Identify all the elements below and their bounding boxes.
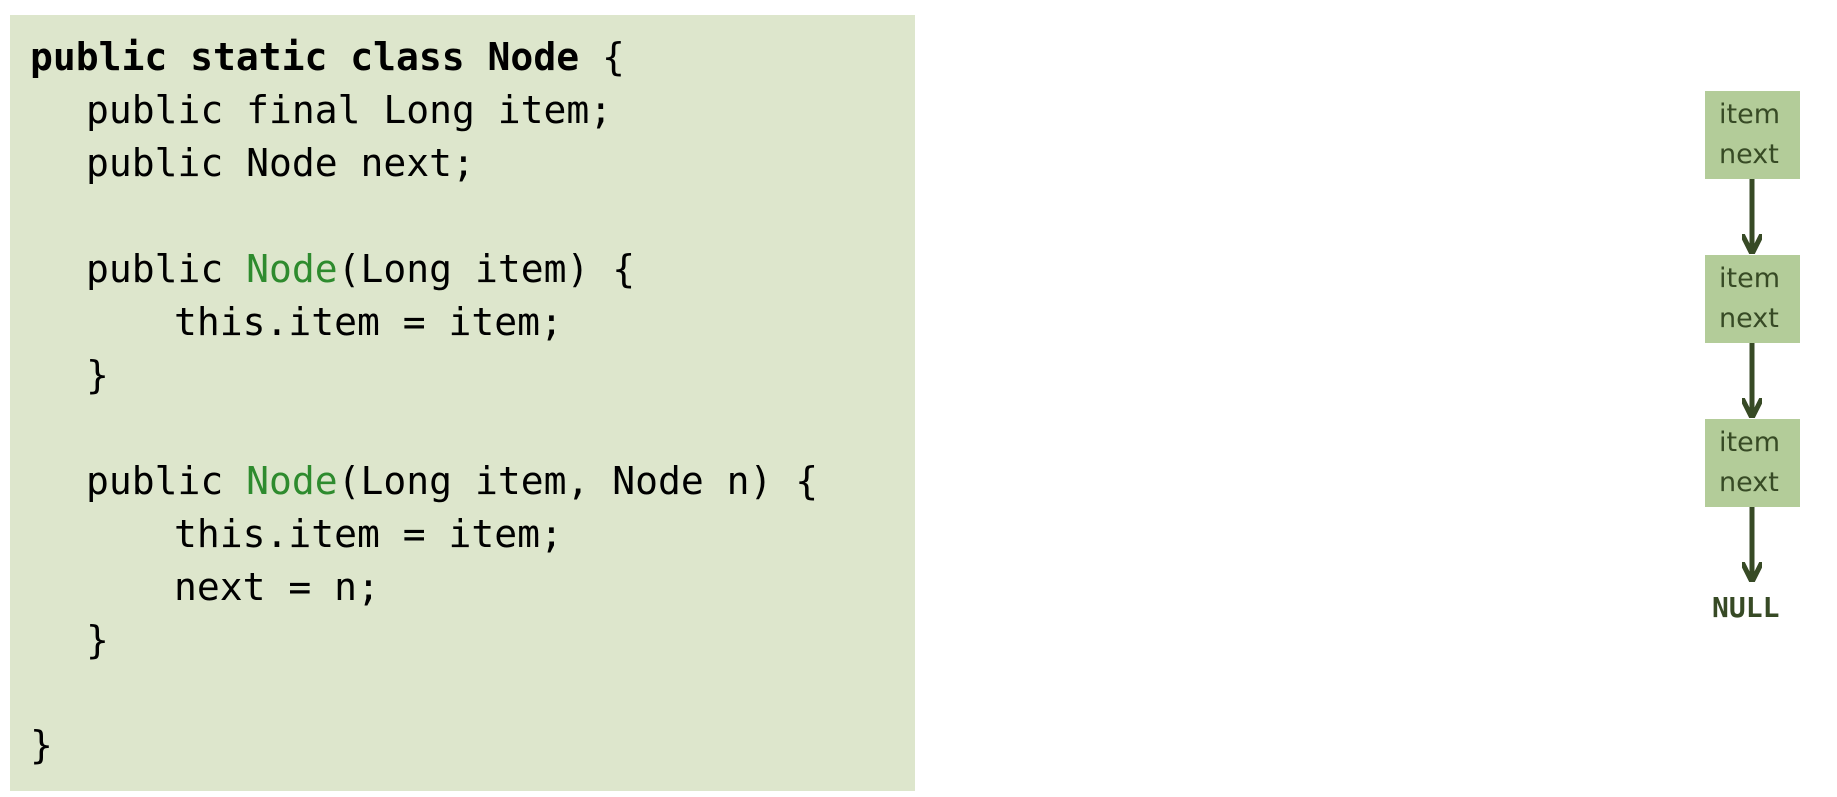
list-node-2: item next	[1705, 255, 1800, 343]
constructor-2-modifier: public	[86, 459, 247, 503]
class-declaration-keywords: public static class Node	[30, 35, 580, 79]
constructor-1-name: Node	[246, 247, 338, 291]
class-open-brace: {	[579, 35, 625, 79]
node-2-item-field: item	[1719, 263, 1781, 294]
node-1-item-field: item	[1719, 99, 1781, 130]
code-line-constructor-1-close: }	[86, 353, 109, 397]
node-3-item-field: item	[1719, 427, 1781, 458]
null-terminal-label: NULL	[1712, 591, 1780, 624]
node-3-next-field: next	[1719, 467, 1779, 498]
code-line-class-close: }	[30, 723, 53, 767]
constructor-1-modifier: public	[86, 247, 247, 291]
constructor-1-params: (Long item) {	[337, 247, 636, 291]
code-line-constructor-2-body-item: this.item = item;	[174, 512, 563, 556]
code-line-constructor-1: public Node(Long item) {	[86, 243, 635, 295]
constructor-2-params: (Long item, Node n) {	[337, 459, 819, 503]
code-line-class-declaration: public static class Node {	[30, 31, 625, 83]
code-panel: public static class Node { public final …	[10, 15, 915, 791]
code-line-constructor-2-body-next: next = n;	[174, 565, 380, 609]
node-2-next-field: next	[1719, 303, 1779, 334]
code-line-next-field: public Node next;	[86, 141, 475, 185]
list-node-1: item next	[1705, 91, 1800, 179]
code-line-item-field: public final Long item;	[86, 88, 613, 132]
code-line-constructor-1-body: this.item = item;	[174, 300, 563, 344]
code-line-constructor-2-close: }	[86, 618, 109, 662]
list-node-3: item next	[1705, 419, 1800, 507]
constructor-2-name: Node	[246, 459, 338, 503]
node-1-next-field: next	[1719, 139, 1779, 170]
code-line-constructor-2: public Node(Long item, Node n) {	[86, 455, 818, 507]
